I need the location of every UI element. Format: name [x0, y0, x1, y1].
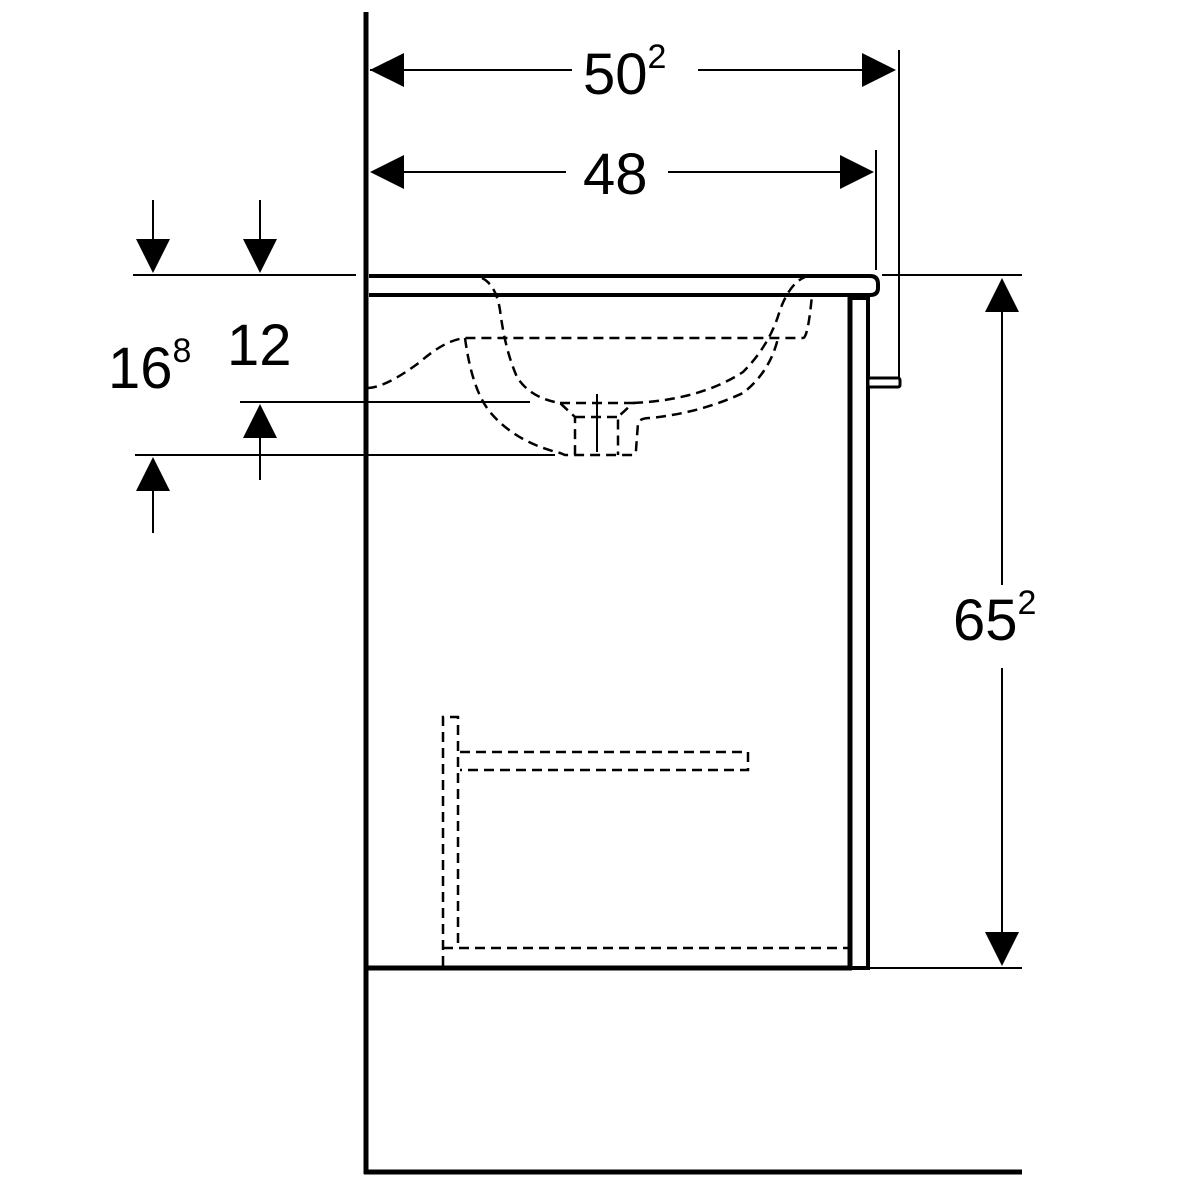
- svg-text:502: 502: [583, 38, 666, 107]
- dimension-cabinet-depth: 48: [370, 142, 877, 270]
- cabinet-depth-value: 48: [583, 142, 648, 207]
- drawer-hidden-lines: [441, 715, 850, 966]
- basin-hidden-lines: [366, 275, 814, 457]
- basin-top: [369, 274, 880, 297]
- dimension-height: 652: [870, 274, 1036, 969]
- cabinet-body: [366, 296, 870, 971]
- overall-depth-value: 50: [583, 42, 648, 107]
- svg-text:168: 168: [108, 332, 191, 401]
- drawer-handle: [866, 376, 902, 389]
- dimension-overall-depth: 502: [370, 38, 900, 386]
- height-value: 65: [953, 588, 1018, 653]
- basin-depth-outer-value: 16: [108, 336, 173, 401]
- wall-and-floor: [363, 12, 1022, 1175]
- dimension-basin-depths: 168 12: [108, 200, 555, 533]
- overall-depth-sup: 2: [648, 38, 667, 76]
- svg-text:652: 652: [953, 584, 1036, 653]
- height-sup: 2: [1018, 584, 1037, 622]
- basin-depth-inner-value: 12: [227, 313, 292, 378]
- basin-depth-outer-sup: 8: [173, 332, 192, 370]
